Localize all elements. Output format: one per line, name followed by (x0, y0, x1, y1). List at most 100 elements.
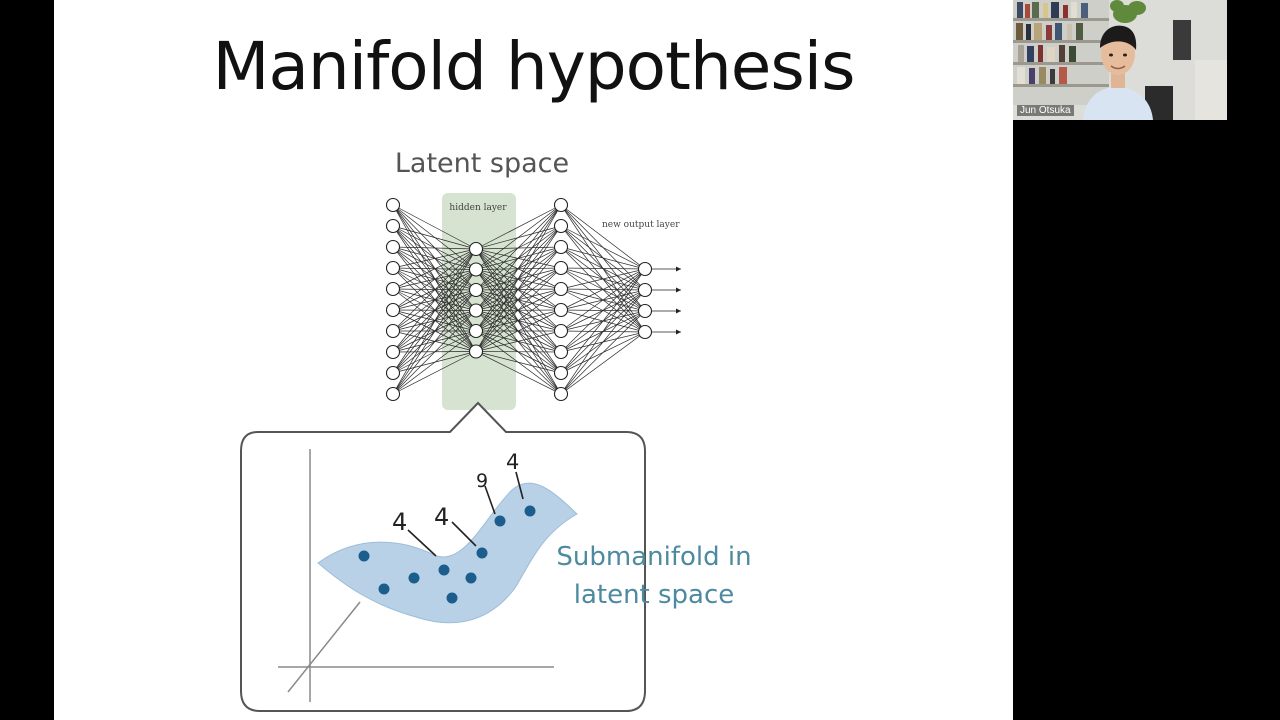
network-edge (560, 310, 646, 395)
network-edge (475, 246, 562, 352)
network-edge (560, 331, 646, 395)
network-edge (475, 204, 562, 311)
network-edge (392, 248, 477, 353)
network-edge (475, 204, 562, 291)
neuron (385, 239, 401, 255)
network-edge (392, 330, 477, 395)
shelf-unit (1195, 60, 1227, 120)
neuron (385, 218, 401, 234)
plant (1110, 0, 1146, 23)
network-edge (392, 289, 477, 395)
network-edge (392, 204, 477, 250)
neuron (553, 197, 569, 213)
neuron (385, 302, 401, 318)
neuron (553, 239, 569, 255)
neuron (385, 197, 401, 213)
neuron (385, 323, 401, 339)
data-point (378, 583, 390, 595)
data-point (524, 505, 536, 517)
network-edge (475, 204, 562, 332)
data-point (446, 592, 458, 604)
network-edge (560, 268, 646, 395)
output-arrows (652, 266, 681, 335)
neuron (637, 303, 653, 319)
neuron (637, 261, 653, 277)
arrow-head (676, 287, 681, 293)
data-point (494, 515, 506, 527)
neuron (553, 218, 569, 234)
person (1083, 25, 1153, 120)
network-edge (392, 246, 477, 250)
hidden-layer-label: hidden layer (449, 203, 507, 213)
arrow-head (676, 308, 681, 314)
network-edge (392, 351, 477, 395)
neuron (553, 386, 569, 402)
network-edge (475, 267, 562, 352)
neuron (468, 282, 484, 298)
neuron (553, 344, 569, 360)
network-edge (560, 289, 646, 395)
network-edge (475, 288, 562, 352)
neuron (385, 344, 401, 360)
network-neurons (385, 197, 653, 402)
network-edge (475, 204, 562, 270)
neuron (553, 302, 569, 318)
bookshelf (1013, 0, 1109, 105)
neuron (468, 241, 484, 257)
digit-annotation: 9 (476, 470, 488, 492)
network-edge (560, 268, 646, 332)
participant-video[interactable]: Jun Otsuka (1013, 0, 1227, 120)
network-edge (475, 351, 562, 353)
network-edge (475, 204, 562, 250)
network-edge (560, 268, 646, 290)
network-edge (392, 248, 477, 290)
diagram: 4 4 9 4 (240, 193, 681, 712)
submanifold-label-line: latent space (573, 580, 735, 610)
arrow-head (676, 266, 681, 272)
neuron (385, 281, 401, 297)
latent-space-label: Latent space (394, 148, 570, 179)
network-edge (560, 267, 646, 270)
network-edge (392, 248, 477, 311)
neuron (468, 262, 484, 277)
neuron (468, 323, 484, 339)
submanifold-label: Submanifold in latent space (544, 538, 764, 614)
submanifold-label-line: Submanifold in (556, 542, 752, 572)
data-point (408, 572, 420, 584)
network-edge (475, 204, 562, 352)
network-edge (560, 225, 646, 270)
data-point (438, 564, 450, 576)
slide: Manifold hypothesis Latent space (54, 0, 1013, 720)
network-edge (392, 248, 477, 395)
output-layer-label: new output layer (602, 220, 680, 230)
network-edge (475, 330, 562, 352)
data-point (358, 550, 370, 562)
slide-title: Manifold hypothesis (212, 28, 856, 105)
neuron (637, 324, 653, 340)
poster (1173, 20, 1191, 60)
digit-annotation: 4 (434, 503, 449, 531)
network-edge (560, 204, 646, 270)
neuron (553, 323, 569, 339)
network-edges (392, 204, 646, 395)
neuron (385, 260, 401, 276)
network-edge (475, 225, 562, 352)
annotation-lines (407, 471, 524, 557)
network-edge (475, 351, 562, 395)
network-edge (392, 269, 477, 395)
network-edge (392, 248, 477, 374)
digit-annotation: 4 (392, 508, 407, 536)
data-point (476, 547, 488, 559)
network-edge (560, 268, 646, 374)
data-point (465, 572, 477, 584)
z-axis (287, 601, 361, 693)
neuron (637, 282, 653, 298)
neuron (468, 303, 484, 318)
network-edge (392, 248, 477, 269)
neuron (553, 281, 569, 297)
neuron (468, 344, 484, 359)
network-edge (392, 310, 477, 395)
neuron (553, 365, 569, 381)
network-edge (475, 309, 562, 352)
digit-annotation: 4 (506, 450, 519, 474)
